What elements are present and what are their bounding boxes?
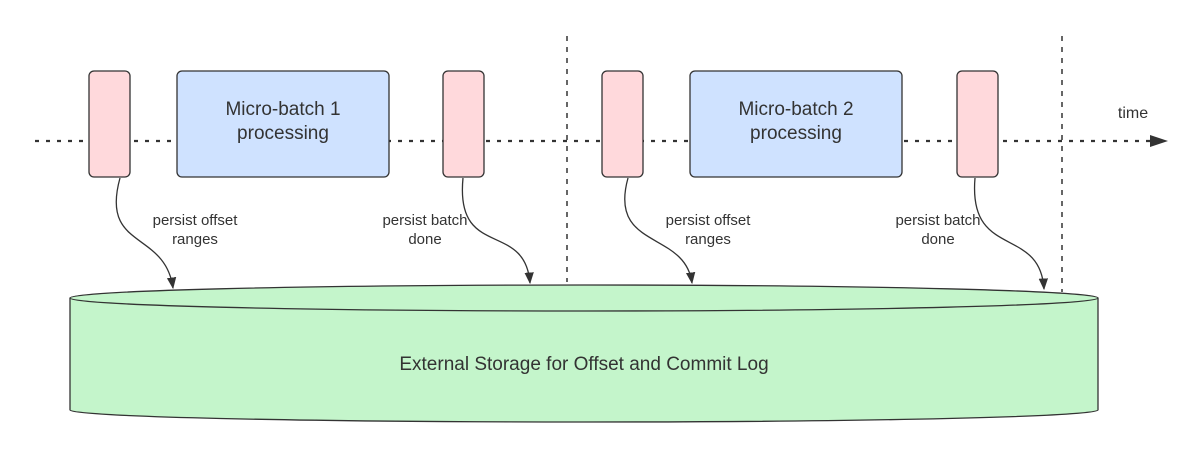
storage-label: External Storage for Offset and Commit L… (399, 354, 768, 375)
persist-note-done-batch-2-line-1: persist batch (895, 212, 980, 229)
processing-label-batch-2-line-2: processing (750, 123, 842, 144)
time-axis-arrowhead (1150, 135, 1168, 147)
processing-label-batch-1-line-1: Micro-batch 1 (225, 99, 340, 120)
time-label: time (1118, 105, 1148, 122)
persist-arrow-done-batch-2 (973, 177, 1049, 291)
offset-marker-batch-2 (601, 70, 644, 178)
persist-note-offsets-batch-2-line-2: ranges (685, 231, 731, 248)
storage-cylinder-top (69, 284, 1099, 312)
commit-marker-batch-2 (956, 70, 999, 178)
persist-arrow-offsets-batch-1 (115, 177, 177, 290)
processing-label-batch-2-line-1: Micro-batch 2 (738, 99, 853, 120)
processing-label-batch-1-line-2: processing (237, 123, 329, 144)
persist-note-offsets-batch-2-line-1: persist offset (666, 212, 752, 229)
processing-box-batch-2 (689, 70, 903, 178)
persist-note-done-batch-1-line-2: done (408, 231, 441, 248)
persist-arrow-offsets-batch-2 (624, 177, 696, 285)
offset-marker-batch-1 (88, 70, 131, 178)
persist-note-offsets-batch-1-line-1: persist offset (153, 212, 239, 229)
processing-box-batch-1 (176, 70, 390, 178)
persist-arrow-done-batch-1 (461, 177, 534, 285)
commit-marker-batch-1 (442, 70, 485, 178)
persist-note-done-batch-2-line-2: done (921, 231, 954, 248)
persist-note-done-batch-1-line-1: persist batch (382, 212, 467, 229)
persist-note-offsets-batch-1-line-2: ranges (172, 231, 218, 248)
